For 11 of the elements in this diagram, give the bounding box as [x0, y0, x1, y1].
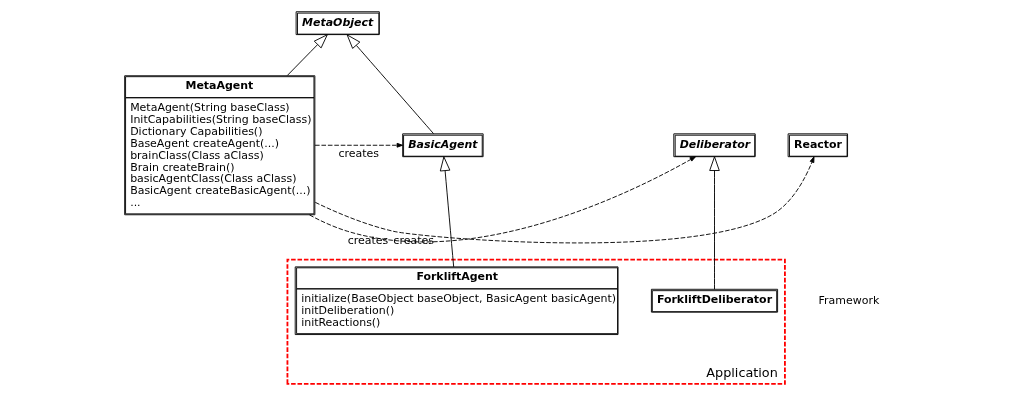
- arrow: [346, 34, 434, 135]
- edge-label: creates: [347, 233, 388, 247]
- edge-label: creates: [337, 146, 379, 160]
- edge-label: creates: [392, 233, 434, 247]
- label: Framework: [818, 293, 879, 307]
- arrow: [314, 156, 814, 244]
- arrow: [286, 34, 328, 76]
- arrow: [439, 156, 454, 268]
- arrow: [308, 156, 696, 243]
- arrow: [708, 156, 720, 290]
- arrow: [314, 142, 403, 148]
